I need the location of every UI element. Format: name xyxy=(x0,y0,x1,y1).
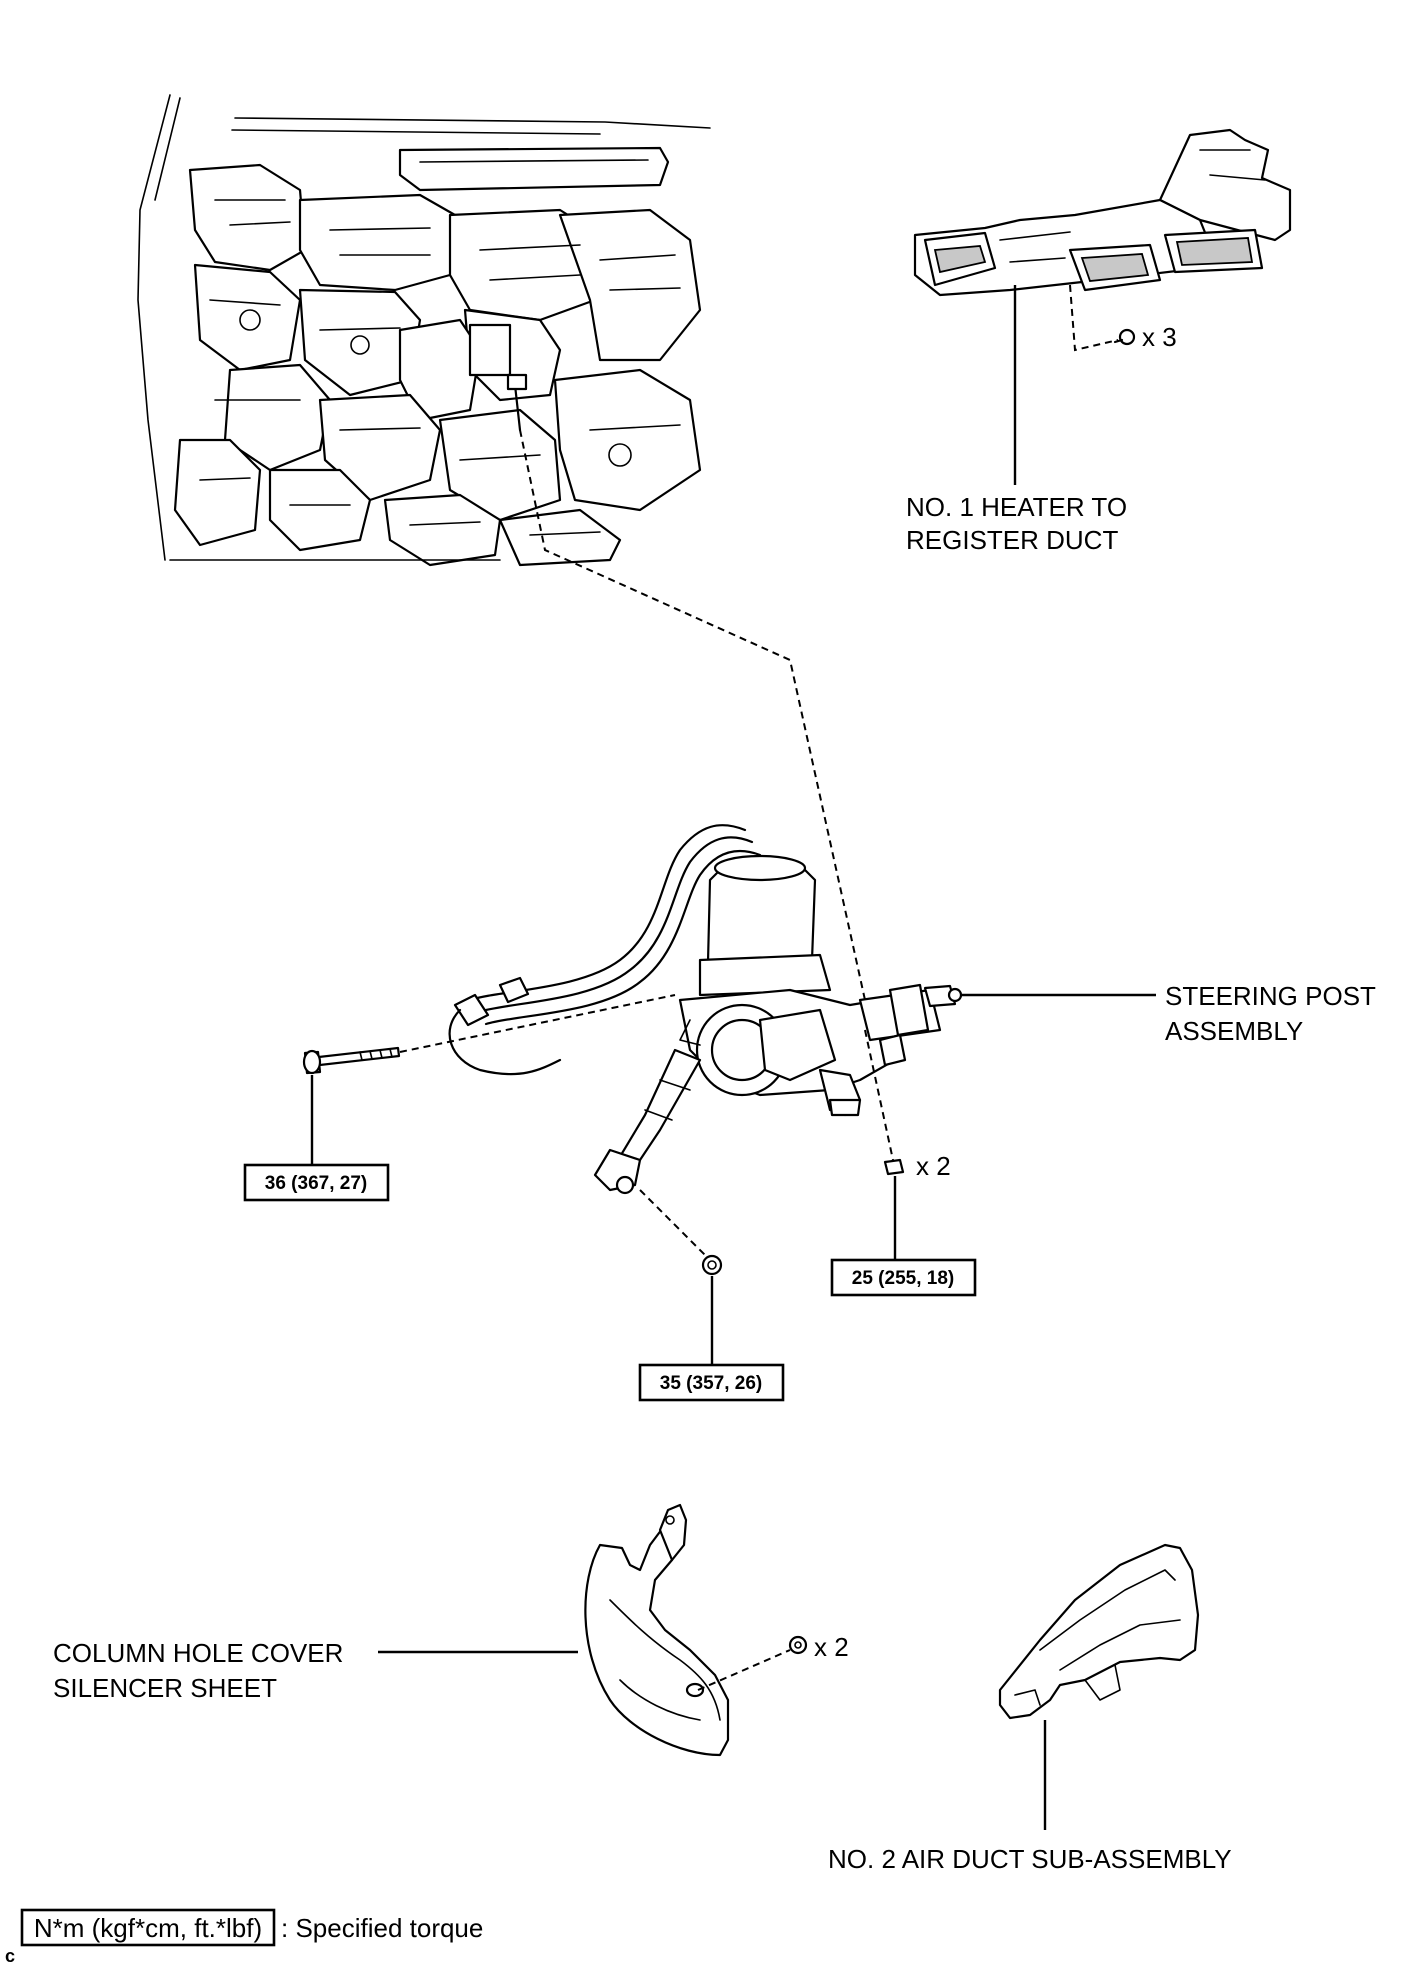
torque-post-bolts: 25 (255, 18) xyxy=(852,1268,954,1289)
legend-torque-box xyxy=(20,1908,276,1947)
long-bolt-dashed-line xyxy=(399,994,676,1053)
torque-box-post-bolts xyxy=(830,1258,977,1297)
lower-bolt-dashed-line xyxy=(639,1189,706,1256)
lower-bolt xyxy=(701,1254,723,1276)
post-bolt xyxy=(883,1158,905,1176)
cover-nut-qty: x 2 xyxy=(814,1632,849,1662)
torque-lower-bolt: 35 (357, 26) xyxy=(660,1373,762,1394)
heater-duct-clip-qty: x 3 xyxy=(1142,322,1177,352)
legend-unit: N*m (kgf*cm, ft.*lbf) xyxy=(34,1913,262,1943)
legend-meaning: : Specified torque xyxy=(281,1913,483,1943)
instrument-panel-drawing xyxy=(137,94,711,567)
air-duct-label: NO. 2 AIR DUCT SUB-ASSEMBLY xyxy=(828,1844,1232,1874)
cover-nut-dashed-line xyxy=(697,1649,791,1691)
heater-duct-label-line1: NO. 1 HEATER TO xyxy=(906,492,1127,522)
post-bolts-dashed-line xyxy=(864,1029,894,1161)
long-bolt xyxy=(302,1046,401,1075)
column-hole-cover-label-line1: COLUMN HOLE COVER xyxy=(53,1638,343,1668)
steering-post-label-line1: STEERING POST xyxy=(1165,981,1376,1011)
column-hole-cover-drawing xyxy=(584,1503,730,1757)
column-hole-cover-label-line2: SILENCER SHEET xyxy=(53,1673,277,1703)
heater-duct-drawing xyxy=(913,128,1292,346)
post-bolts-qty: x 2 xyxy=(916,1151,951,1181)
steering-post-drawing xyxy=(448,824,963,1195)
stud-to-post-dashed-line xyxy=(519,429,866,1001)
steering-post-label-line2: ASSEMBLY xyxy=(1165,1016,1303,1046)
cover-nut xyxy=(788,1635,808,1655)
torque-long-bolt: 36 (367, 27) xyxy=(265,1173,367,1194)
torque-box-long-bolt xyxy=(243,1163,390,1202)
air-duct-drawing xyxy=(998,1543,1200,1720)
heater-duct-clip-dashed-line xyxy=(1069,284,1119,352)
torque-box-lower-bolt xyxy=(638,1363,785,1402)
corner-mark: c xyxy=(5,1946,15,1963)
heater-duct-label-line2: REGISTER DUCT xyxy=(906,525,1118,555)
